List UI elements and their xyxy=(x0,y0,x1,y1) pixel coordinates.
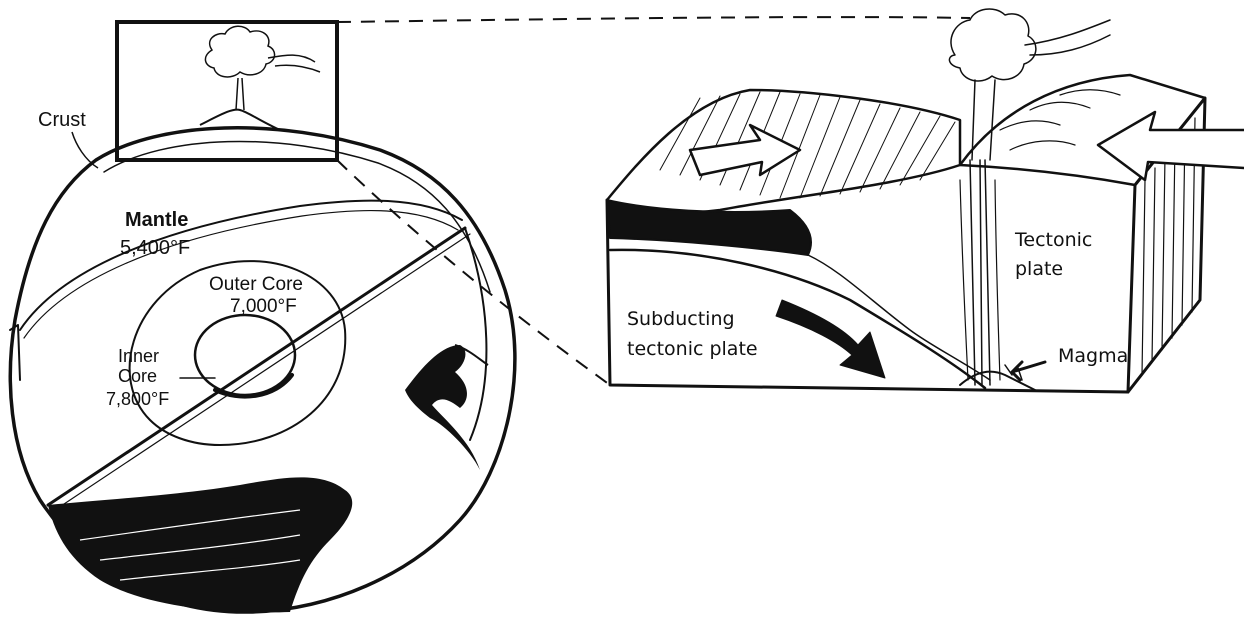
tectonic-block xyxy=(607,9,1244,392)
volcano-plume xyxy=(205,26,320,110)
left-plate-arrow xyxy=(690,125,800,175)
tectonic-label-line2: plate xyxy=(1015,258,1063,280)
mantle-temp-label: 5,400°F xyxy=(120,237,190,259)
tectonic-label-line1: Tectonic xyxy=(1014,229,1092,251)
magma-pool xyxy=(960,372,1035,390)
mantle-label: Mantle xyxy=(125,209,188,231)
outer-core-temp-label: 7,000°F xyxy=(230,296,297,317)
core-label: Core xyxy=(118,366,157,386)
outer-core-label: Outer Core xyxy=(209,274,303,295)
magma-conduit xyxy=(970,160,990,385)
inner-label: Inner xyxy=(118,346,159,366)
cut-line xyxy=(48,228,465,505)
crust-label: Crust xyxy=(38,109,86,131)
right-plate-arrow xyxy=(1098,112,1244,180)
magma-label: Magma xyxy=(1058,345,1128,367)
subducting-label-line2: tectonic plate xyxy=(627,338,758,360)
left-plate-crust xyxy=(607,200,811,255)
eruption-plume xyxy=(949,9,1110,160)
subducting-label-line1: Subducting xyxy=(627,308,735,330)
continent-shape xyxy=(48,345,488,612)
inner-core-temp-label: 7,800°F xyxy=(106,389,169,409)
magma-arrow xyxy=(1012,362,1045,380)
